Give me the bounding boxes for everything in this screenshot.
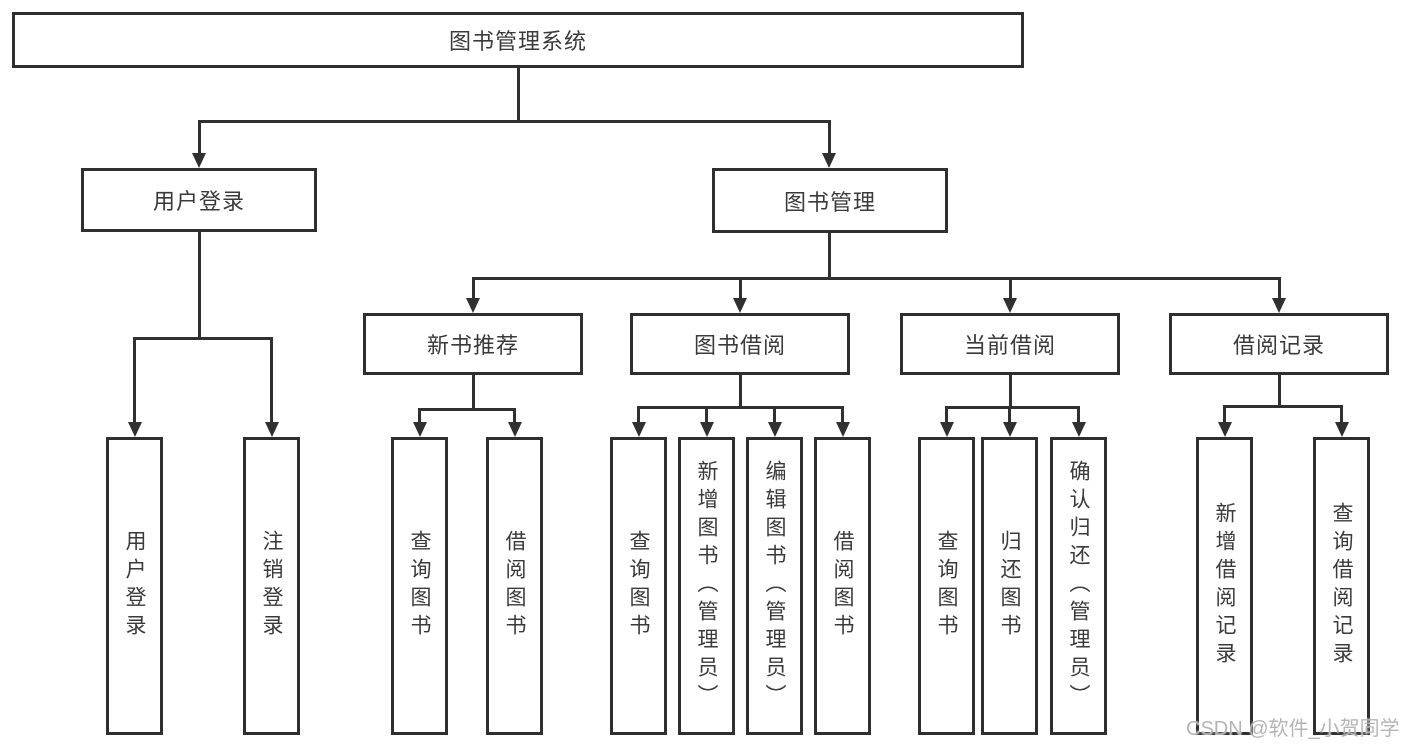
leaf-cb-query-books-label: 查询图书 xyxy=(935,530,958,642)
connector-cb-branch xyxy=(945,406,1080,409)
connector-to-leaf-bb-borrow xyxy=(841,406,844,423)
connector-user-login-branch xyxy=(133,337,273,340)
node-book-management: 图书管理 xyxy=(712,168,948,233)
arrowhead-leaf-bb-add-icon xyxy=(699,422,714,437)
leaf-nbr-query-books: 查询图书 xyxy=(391,437,448,735)
connector-book-management-stem xyxy=(827,233,831,277)
node-book-borrow: 图书借阅 xyxy=(630,313,850,375)
leaf-nbr-borrow-books: 借阅图书 xyxy=(486,437,543,735)
node-root-label: 图书管理系统 xyxy=(448,29,587,54)
connector-root-branch xyxy=(197,120,831,123)
node-book-borrow-label: 图书借阅 xyxy=(693,333,786,358)
arrowhead-leaf-cb-confirm-icon xyxy=(1071,422,1086,437)
node-book-management-label: 图书管理 xyxy=(783,189,876,215)
arrowhead-current-borrow-icon xyxy=(1003,298,1017,313)
node-new-book-recommend-label: 新书推荐 xyxy=(426,333,519,358)
leaf-bb-add-books-admin-label: 新增图书（管理员） xyxy=(695,460,718,712)
leaf-cb-return-books-label: 归还图书 xyxy=(998,530,1021,642)
arrowhead-book-borrow-icon xyxy=(733,298,747,313)
leaf-cb-confirm-return-admin: 确认归还（管理员） xyxy=(1050,437,1107,735)
connector-nbr-branch xyxy=(418,408,516,411)
node-new-book-recommend: 新书推荐 xyxy=(363,313,583,375)
leaf-bb-borrow-books-label: 借阅图书 xyxy=(831,530,854,642)
leaf-bb-add-books-admin: 新增图书（管理员） xyxy=(678,437,735,735)
leaf-logout: 注销登录 xyxy=(243,437,300,735)
connector-to-leaf-br-query xyxy=(1340,405,1343,423)
connector-to-leaf-bb-query xyxy=(637,406,640,423)
connector-br-stem xyxy=(1277,375,1281,405)
connector-to-leaf-cb-query xyxy=(945,406,948,423)
leaf-bb-query-books-label: 查询图书 xyxy=(627,530,650,642)
connector-to-leaf-nbr-borrow xyxy=(513,408,516,424)
connector-to-leaf-user-login xyxy=(133,337,136,423)
node-current-borrow-label: 当前借阅 xyxy=(963,333,1056,358)
connector-to-leaf-cb-return xyxy=(1008,406,1011,423)
leaf-br-query-record: 查询借阅记录 xyxy=(1313,437,1370,735)
connector-nbr-stem xyxy=(471,375,475,408)
arrowhead-leaf-cb-return-icon xyxy=(1002,422,1017,437)
leaf-cb-query-books: 查询图书 xyxy=(918,437,975,735)
connector-to-book-borrow xyxy=(738,277,742,301)
connector-to-user-login xyxy=(197,120,201,154)
connector-book-management-branch xyxy=(471,277,1281,280)
arrowhead-leaf-bb-edit-icon xyxy=(767,422,782,437)
arrowhead-leaf-nbr-query-icon xyxy=(412,422,427,437)
leaf-bb-edit-books-admin-label: 编辑图书（管理员） xyxy=(763,460,786,712)
connector-to-book-management xyxy=(827,120,831,154)
connector-user-login-stem xyxy=(197,232,201,337)
arrowhead-user-login-icon xyxy=(192,153,206,168)
connector-to-leaf-logout xyxy=(270,337,273,423)
connector-br-branch xyxy=(1223,405,1343,408)
connector-bb-stem xyxy=(738,375,742,406)
node-root: 图书管理系统 xyxy=(12,12,1024,68)
leaf-bb-borrow-books: 借阅图书 xyxy=(814,437,871,735)
arrowhead-book-management-icon xyxy=(822,153,836,168)
arrowhead-leaf-bb-borrow-icon xyxy=(835,422,850,437)
arrowhead-leaf-user-login-icon xyxy=(127,422,142,437)
arrowhead-leaf-cb-query-icon xyxy=(939,422,954,437)
arrowhead-leaf-br-query-icon xyxy=(1334,422,1349,437)
connector-cb-stem xyxy=(1008,375,1012,406)
leaf-br-add-record: 新增借阅记录 xyxy=(1196,437,1253,735)
leaf-br-query-record-label: 查询借阅记录 xyxy=(1330,502,1353,670)
connector-to-borrow-records xyxy=(1277,277,1281,301)
leaf-logout-label: 注销登录 xyxy=(260,530,283,642)
connector-root-stem xyxy=(516,68,520,120)
arrowhead-leaf-bb-query-icon xyxy=(631,422,646,437)
node-borrow-records-label: 借阅记录 xyxy=(1232,333,1325,358)
connector-to-leaf-bb-add xyxy=(705,406,708,423)
leaf-user-login-label: 用户登录 xyxy=(123,530,146,642)
arrowhead-leaf-nbr-borrow-icon xyxy=(507,422,522,437)
node-user-login-label: 用户登录 xyxy=(152,189,245,214)
connector-to-current-borrow xyxy=(1008,277,1012,301)
leaf-cb-return-books: 归还图书 xyxy=(981,437,1038,735)
csdn-watermark: CSDN @软件_小贺同学 xyxy=(1186,718,1400,740)
connector-to-leaf-cb-confirm xyxy=(1077,406,1080,423)
leaf-cb-confirm-return-admin-label: 确认归还（管理员） xyxy=(1067,460,1090,712)
connector-to-leaf-nbr-query xyxy=(418,408,421,424)
leaf-bb-query-books: 查询图书 xyxy=(610,437,667,735)
node-borrow-records: 借阅记录 xyxy=(1169,313,1389,375)
leaf-nbr-borrow-books-label: 借阅图书 xyxy=(503,530,526,642)
connector-bb-branch xyxy=(637,406,844,409)
leaf-bb-edit-books-admin: 编辑图书（管理员） xyxy=(746,437,803,735)
connector-to-new-book-recommend xyxy=(471,277,475,301)
arrowhead-new-book-recommend-icon xyxy=(466,298,480,313)
connector-to-leaf-br-add xyxy=(1223,405,1226,423)
leaf-user-login: 用户登录 xyxy=(106,437,163,735)
leaf-br-add-record-label: 新增借阅记录 xyxy=(1213,502,1236,670)
arrowhead-borrow-records-icon xyxy=(1272,298,1286,313)
connector-to-leaf-bb-edit xyxy=(773,406,776,423)
node-current-borrow: 当前借阅 xyxy=(900,313,1120,375)
node-user-login: 用户登录 xyxy=(81,168,317,232)
arrowhead-leaf-logout-icon xyxy=(264,422,279,437)
arrowhead-leaf-br-add-icon xyxy=(1217,422,1232,437)
leaf-nbr-query-books-label: 查询图书 xyxy=(408,530,431,642)
